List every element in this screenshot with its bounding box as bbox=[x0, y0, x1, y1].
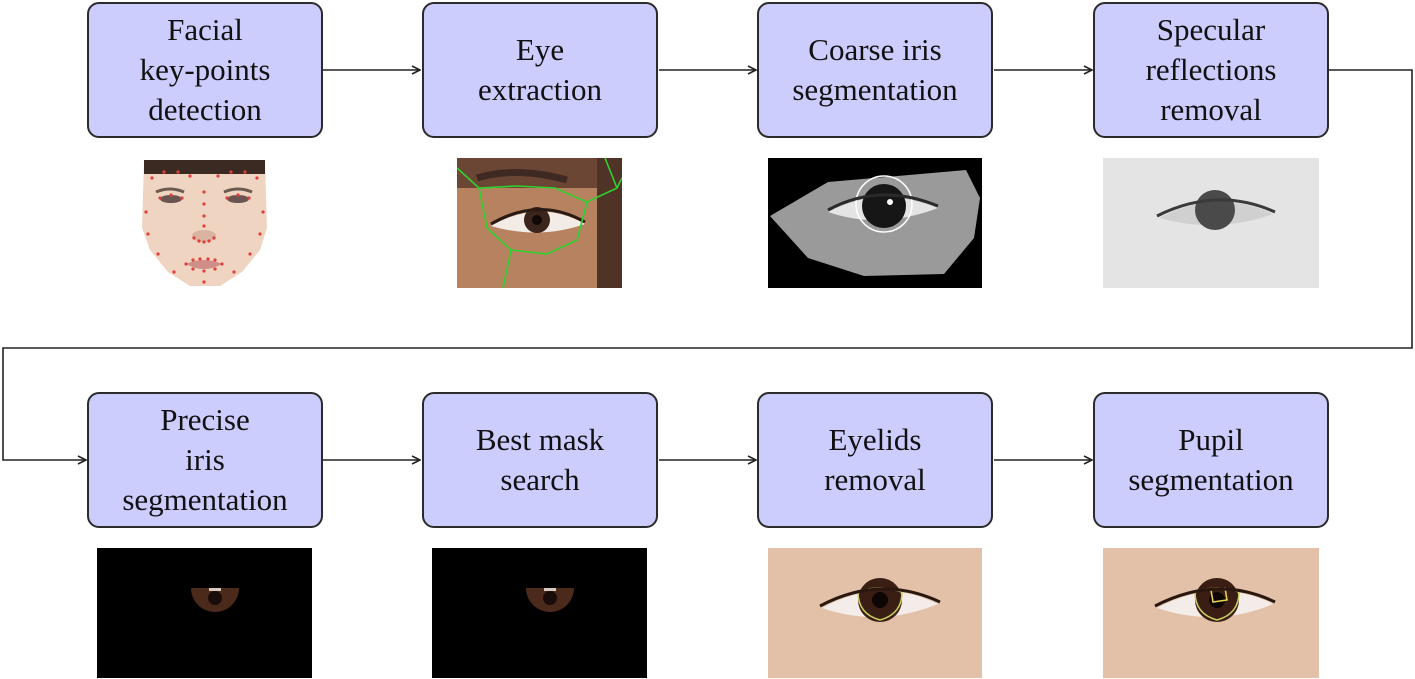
face-keypoints-photo bbox=[138, 158, 271, 288]
precise-iris-mask-photo bbox=[97, 548, 312, 678]
best-mask-photo bbox=[432, 548, 647, 678]
arrow-4-5-wrap bbox=[2, 69, 1413, 460]
eyelids-removed-eye-photo bbox=[768, 548, 982, 678]
pupil-segmented-eye-photo bbox=[1103, 548, 1319, 678]
eye-region-photo bbox=[457, 158, 622, 288]
coarse-iris-grayscale-photo bbox=[768, 158, 982, 288]
reflection-removed-grayscale-photo bbox=[1103, 158, 1319, 288]
